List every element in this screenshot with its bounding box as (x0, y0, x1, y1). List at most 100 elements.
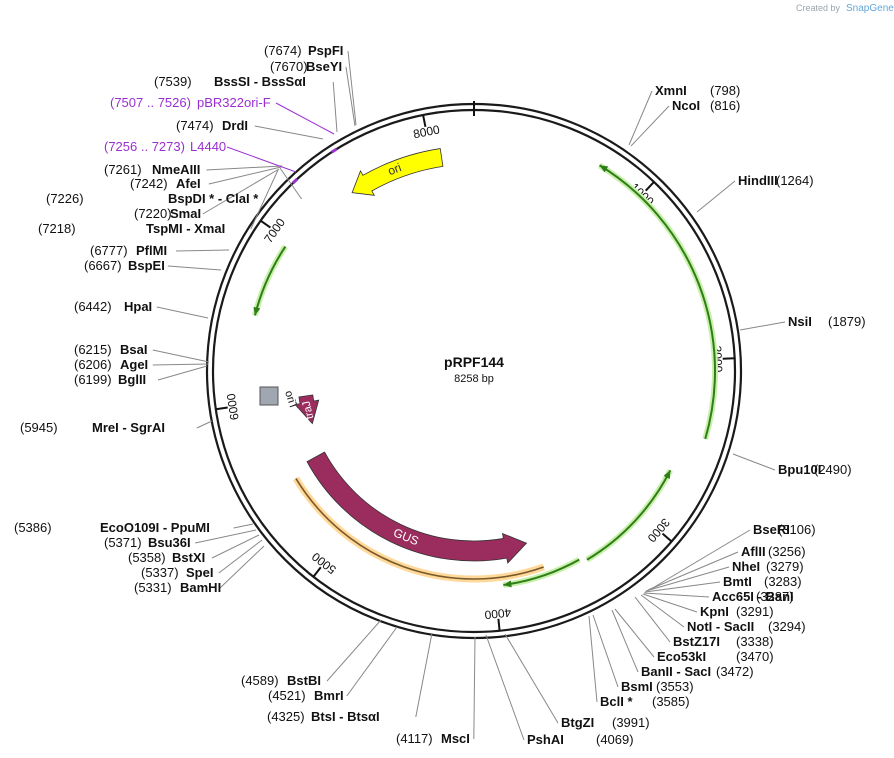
enzyme-position: (3991) (612, 715, 650, 730)
enzyme-site-tspmi[interactable]: (7218)TspMI - XmaI (38, 221, 225, 236)
leader-line (152, 349, 210, 363)
enzyme-site-afei[interactable]: (7242)AfeI (130, 176, 201, 191)
enzyme-site-aflii[interactable]: AflII(3256) (741, 544, 806, 559)
enzyme-site-bpu10i[interactable]: Bpu10I(2490) (778, 462, 852, 477)
enzyme-position: (3294) (768, 619, 806, 634)
enzyme-position: (7242) (130, 176, 168, 191)
enzyme-site-ncoi[interactable]: NcoI(816) (672, 98, 740, 113)
enzyme-position: (4325) (267, 709, 305, 724)
enzyme-name: TspMI - XmaI (146, 221, 225, 236)
enzyme-site-bstxi[interactable]: (5358)BstXI (128, 550, 205, 565)
enzyme-site-nsii[interactable]: NsiI(1879) (788, 314, 866, 329)
feature-traj-label: traJ (300, 400, 316, 421)
enzyme-name: NcoI (672, 98, 700, 113)
enzyme-site-ecoo109i[interactable]: (5386)EcoO109I - PpuMI (14, 520, 210, 535)
enzyme-site-bsssi[interactable]: (7539)BssSI - BssSαI (154, 74, 306, 89)
enzyme-position: (3287) (756, 589, 794, 604)
feature-orit-box[interactable] (259, 386, 279, 406)
enzyme-site-pspfi[interactable]: (7674)PspFI (264, 43, 343, 58)
green-primer-arcs (252, 162, 718, 588)
enzyme-site-hpai[interactable]: (6442) HpaI (74, 299, 152, 314)
enzyme-site-msci[interactable]: (4117)MscI (396, 731, 470, 746)
leader-line (415, 632, 433, 718)
enzyme-site-btgzi[interactable]: BtgZI (3991) (561, 715, 650, 730)
enzyme-site-bseyi[interactable]: (7670)BseYI (270, 59, 342, 74)
enzyme-position: (7261) (104, 162, 142, 177)
leader-line (611, 609, 639, 673)
leader-line (643, 592, 710, 598)
enzyme-name: MscI (441, 731, 470, 746)
enzyme-site-nmeaiii[interactable]: (7261)NmeAIII (104, 162, 200, 177)
tick-label: 5000 (309, 549, 339, 577)
primer-mark-pbr322ori-f (330, 147, 338, 154)
leader-line (175, 249, 230, 252)
enzyme-site-hindiii[interactable]: HindIII(1264) (738, 173, 814, 188)
leader-line (196, 420, 213, 429)
enzyme-position: (6777) (90, 243, 128, 258)
feature-traj-arrow[interactable] (294, 394, 320, 425)
primer-leader-line (275, 102, 335, 135)
enzyme-name: PshAI (527, 732, 564, 747)
leader-line (345, 66, 356, 127)
enzyme-site-smai[interactable]: (7220)SmaI (134, 206, 201, 221)
primer-arrowhead (599, 165, 609, 173)
enzyme-site-agei[interactable]: (6206)AgeI (74, 357, 148, 372)
enzyme-site-mrei[interactable]: (5945)MreI - SgrAI (20, 420, 165, 435)
enzyme-site-btsi[interactable]: (4325)BtsI - BtsαI (267, 709, 380, 724)
enzyme-position: (1879) (828, 314, 866, 329)
enzyme-site-bamhi[interactable]: (5331)BamHI (134, 580, 221, 595)
enzyme-position: (3338) (736, 634, 774, 649)
enzyme-site-banii[interactable]: BanII - SacI(3472) (641, 664, 754, 679)
enzyme-name: HpaI (124, 299, 152, 314)
enzyme-site-pflmi[interactable]: (6777)PflMI (90, 243, 167, 258)
leader-line (650, 529, 751, 590)
enzyme-position: (3585) (652, 694, 690, 709)
enzyme-site-xmni[interactable]: XmnI(798) (655, 83, 740, 98)
leader-line (279, 167, 303, 200)
enzyme-name: BspDI * - ClaI * (168, 191, 259, 206)
enzyme-site-nhei[interactable]: NheI(3279) (732, 559, 804, 574)
enzyme-site-bseri[interactable]: BseRI(3106) (753, 522, 816, 537)
enzyme-site-spei[interactable]: (5337)SpeI (141, 565, 213, 580)
enzyme-site-bmti[interactable]: BmtI(3283) (723, 574, 802, 589)
tick-mark (644, 181, 655, 192)
enzyme-site-bstz17i[interactable]: BstZ17I(3338) (673, 634, 774, 649)
enzyme-name: BtgZI (561, 715, 594, 730)
primer-label-l4440[interactable]: (7256 .. 7273)L4440 (104, 139, 226, 154)
primer-label-pbr322orif[interactable]: (7507 .. 7526)pBR322ori-F (110, 95, 271, 110)
primer-arrowhead (253, 306, 261, 316)
enzyme-site-bsai[interactable]: (6215)BsaI (74, 342, 147, 357)
enzyme-name: BclI * (600, 694, 633, 709)
enzyme-site-drdi[interactable]: (7474)DrdI (176, 118, 248, 133)
enzyme-name: SmaI (170, 206, 201, 221)
enzyme-site-bstbi[interactable]: (4589)BstBI (241, 673, 321, 688)
enzyme-name: XmnI (655, 83, 687, 98)
enzyme-site-bcli[interactable]: BclI * (3585) (600, 694, 690, 709)
enzyme-name: Acc65I - BanI (712, 589, 794, 604)
enzyme-site-bglii[interactable]: (6199)BglII (74, 372, 146, 387)
leader-line (152, 363, 209, 366)
feature-ori-label: ori (386, 160, 404, 178)
enzyme-site-bspdi[interactable]: (7226)BspDI * - ClaI * (46, 191, 259, 206)
primer-arc-halo (252, 244, 288, 317)
enzyme-site-bsu36i[interactable]: (5371)Bsu36I (104, 535, 191, 550)
enzyme-name: BsmI (621, 679, 653, 694)
feature-gus-arrow[interactable] (306, 451, 528, 564)
enzyme-site-noti[interactable]: NotI - SacII(3294) (687, 619, 806, 634)
leader-line (326, 619, 382, 682)
enzyme-site-acc65i[interactable]: Acc65I - BanI(3287) (712, 589, 794, 604)
enzyme-site-kpni[interactable]: KpnI(3291) (700, 604, 774, 619)
enzyme-position: (2490) (814, 462, 852, 477)
enzyme-position: (6442) (74, 299, 112, 314)
feature-ori-arrow[interactable] (351, 148, 444, 196)
enzyme-site-bsmi[interactable]: BsmI(3553) (621, 679, 694, 694)
enzyme-position: (3283) (764, 574, 802, 589)
enzyme-site-bmri[interactable]: (4521)BmrI (268, 688, 344, 703)
leader-line (614, 608, 655, 658)
feature-orit-label: oriT (282, 389, 299, 411)
enzyme-site-bspei[interactable]: (6667)BspEI (84, 258, 165, 273)
enzyme-site-eco53ki[interactable]: Eco53kI(3470) (657, 649, 774, 664)
enzyme-site-pshai[interactable]: PshAI(4069) (527, 732, 634, 747)
orange-arc (295, 478, 544, 580)
